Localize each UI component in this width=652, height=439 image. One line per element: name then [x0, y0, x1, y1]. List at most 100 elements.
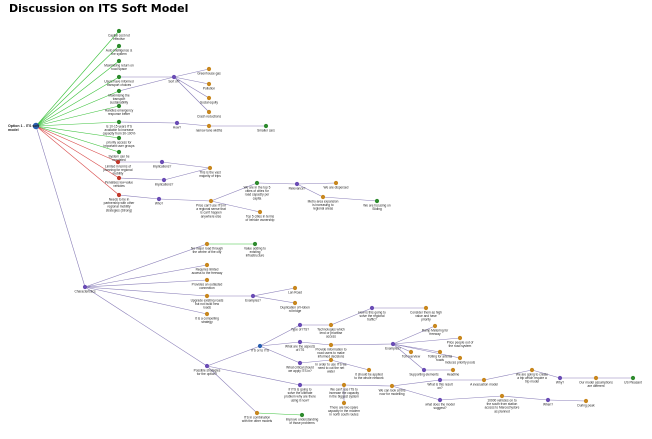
node-socialequity[interactable]: Social equity: [200, 95, 218, 105]
node-icon: [529, 367, 535, 373]
node-crashred[interactable]: Crash reductions: [197, 109, 222, 119]
node-who[interactable]: Who?: [155, 196, 164, 206]
node-icon: [204, 241, 210, 247]
edge-its10-how: [118, 121, 178, 124]
node-why[interactable]: Why?: [556, 375, 564, 385]
edge-impl1-majority: [161, 161, 211, 169]
node-impl1[interactable]: Implications?: [153, 159, 172, 169]
node-uspeasant[interactable]: US Pleasant: [624, 375, 642, 385]
edge-relevance-metroarea: [296, 183, 324, 198]
node-supporting[interactable]: Supporting elements: [409, 367, 439, 377]
node-when[interactable]: When?: [543, 397, 553, 407]
node-smallercars[interactable]: Smaller cars: [257, 123, 275, 133]
node-bothways[interactable]: Induces priority pools: [445, 355, 476, 365]
node-lanroad[interactable]: Lan Road: [288, 285, 302, 295]
node-itsorto[interactable]: ITS or to ITS: [251, 343, 269, 353]
node-impl2[interactable]: Implications?: [155, 177, 174, 187]
node-sortof[interactable]: Sort of?: [168, 74, 180, 84]
node-greenhouse[interactable]: Greenhouse gas: [197, 66, 221, 76]
node-dispersed[interactable]: We are dispersed: [324, 180, 349, 190]
node-label: Implications?: [155, 183, 174, 187]
node-relevance[interactable]: Relevance?: [289, 181, 306, 191]
node-evacuation[interactable]: A evacuation model: [470, 377, 498, 387]
node-typeofits[interactable]: Type of ITS?: [291, 322, 309, 332]
node-pollution[interactable]: Pollution: [203, 81, 215, 91]
node-label: Characteristics: [74, 290, 95, 294]
node-duringpeak[interactable]: During peak: [577, 398, 595, 408]
node-narrowlane[interactable]: narrow lane widths: [196, 123, 223, 133]
node-icon: [174, 120, 180, 126]
node-how[interactable]: How?: [173, 120, 181, 130]
node-icon: [159, 159, 165, 165]
node-examples1[interactable]: Examples?: [245, 293, 261, 303]
node-auto[interactable]: Auto intelligence &the system: [106, 43, 133, 56]
node-icon: [297, 382, 303, 388]
node-headline[interactable]: Headline: [447, 367, 460, 377]
node-icon: [369, 305, 375, 311]
edge-sortof-socialequity: [173, 76, 210, 99]
node-toll[interactable]: Toll overview: [402, 349, 421, 359]
edge-characteristics-upgrade: [84, 286, 208, 297]
edge-characteristics-requires: [84, 264, 208, 288]
edge-10000-when: [501, 395, 549, 401]
node-examples2[interactable]: Examples?: [385, 341, 401, 351]
edge-root-priority: [35, 125, 120, 139]
node-characteristics[interactable]: Characteristics: [74, 284, 96, 294]
edge-evacuation-wearegoing: [483, 369, 533, 381]
